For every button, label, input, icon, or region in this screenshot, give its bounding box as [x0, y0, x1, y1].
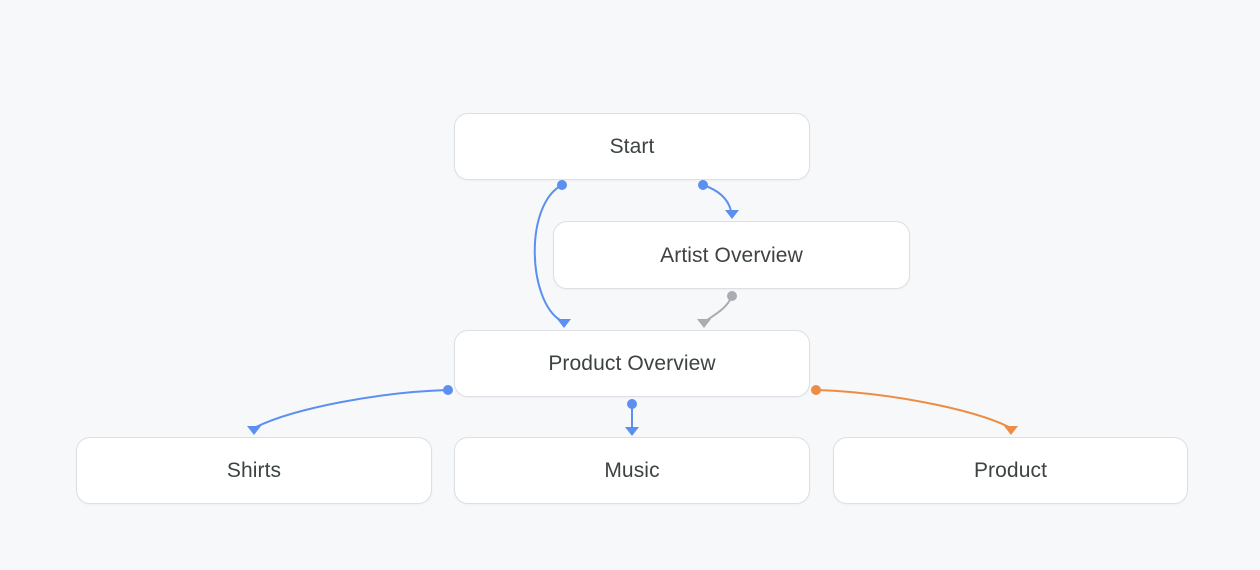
node-label-artist-overview: Artist Overview [660, 243, 803, 267]
edge-arrowhead-start-to-product-overview [557, 319, 571, 328]
edge-source-handle-start-to-artist-overview[interactable] [698, 180, 708, 190]
node-label-shirts: Shirts [226, 459, 282, 482]
edge-product-overview-to-music[interactable] [625, 399, 639, 436]
node-product-overview[interactable]: Product Overview [454, 330, 810, 397]
edge-source-handle-artist-overview-to-product-overview[interactable] [727, 291, 737, 301]
edge-line-product-overview-to-product [815, 389, 1010, 428]
edge-arrowhead-start-to-artist-overview [725, 210, 739, 219]
node-label-product-overview: Product Overview [548, 352, 716, 375]
edge-arrowhead-artist-overview-to-product-overview [697, 319, 711, 328]
edge-line-artist-overview-to-product-overview [706, 295, 733, 321]
edge-source-handle-product-overview-to-shirts[interactable] [443, 385, 453, 395]
edge-artist-overview-to-product-overview[interactable] [697, 291, 737, 328]
edge-source-handle-start-to-product-overview[interactable] [557, 180, 567, 190]
edge-product-overview-to-shirts[interactable] [247, 385, 453, 435]
edge-arrowhead-product-overview-to-shirts [247, 426, 261, 435]
edge-source-handle-product-overview-to-product[interactable] [811, 385, 821, 395]
node-label-music: Music [604, 459, 660, 482]
edge-line-start-to-artist-overview [702, 184, 732, 212]
node-start[interactable]: Start [454, 113, 810, 180]
node-label-product: Product [973, 459, 1048, 482]
edge-start-to-artist-overview[interactable] [698, 180, 739, 219]
edge-product-overview-to-product[interactable] [811, 385, 1018, 435]
node-label-start: Start [609, 135, 655, 158]
node-music[interactable]: Music [454, 437, 810, 504]
edge-line-product-overview-to-shirts [255, 389, 449, 428]
node-shirts[interactable]: Shirts [76, 437, 432, 504]
edge-source-handle-product-overview-to-music[interactable] [627, 399, 637, 409]
node-artist-overview[interactable]: Artist Overview [553, 221, 910, 289]
node-product[interactable]: Product [833, 437, 1188, 504]
edge-arrowhead-product-overview-to-music [625, 427, 639, 436]
edge-arrowhead-product-overview-to-product [1004, 426, 1018, 435]
